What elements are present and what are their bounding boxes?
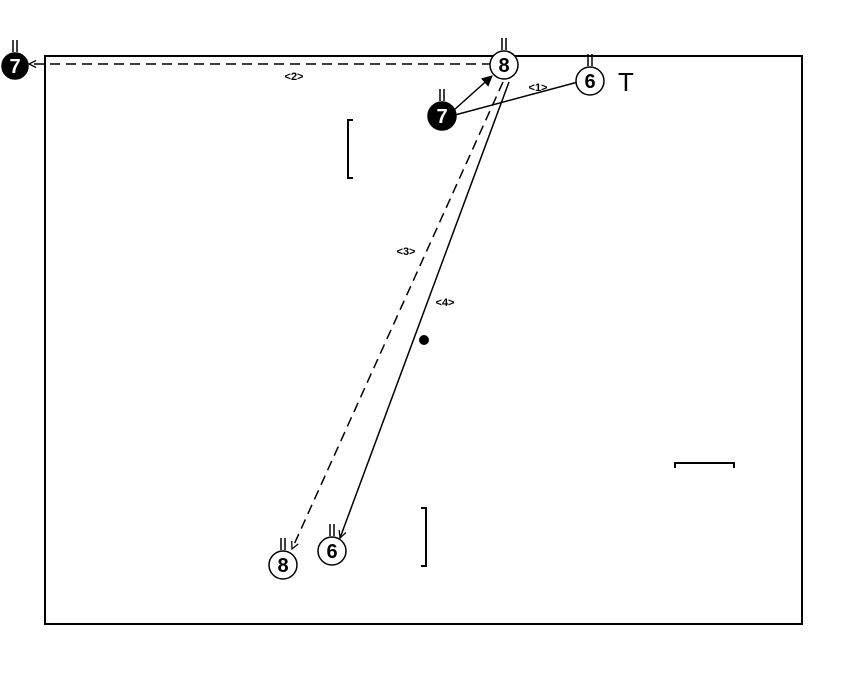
- pass-3-line: [292, 81, 504, 549]
- field-boundary: [44, 55, 803, 625]
- pass-label-3: <3>: [397, 246, 416, 258]
- left-bracket-marker: [347, 119, 353, 179]
- player-number: 8: [277, 555, 288, 577]
- pass-label-2: <2>: [285, 71, 304, 83]
- pass-4-line: [340, 81, 510, 538]
- pass-label-1: <1>: [529, 82, 548, 94]
- t-marker-label: T: [618, 67, 634, 97]
- bottom-bracket-marker: [674, 462, 735, 468]
- player-6-bottom: 6: [317, 524, 347, 566]
- right-bracket-marker: [421, 507, 427, 567]
- player-number: 8: [498, 55, 509, 77]
- ball-icon: [419, 335, 429, 345]
- player-number: 6: [584, 71, 595, 93]
- player-number: 7: [436, 106, 447, 128]
- player-7-top-left: 7: [1, 40, 29, 80]
- player-number: 6: [326, 541, 337, 563]
- run-7-to-8-line: [453, 75, 493, 111]
- pass-label-4: <4>: [436, 297, 455, 309]
- player-6-top: 6: [575, 54, 605, 96]
- player-8-top: 8: [489, 38, 519, 80]
- player-number: 7: [9, 56, 20, 78]
- player-8-bottom: 8: [268, 538, 298, 580]
- player-7-mid: 7: [427, 89, 457, 131]
- pass-1-line: [454, 81, 579, 116]
